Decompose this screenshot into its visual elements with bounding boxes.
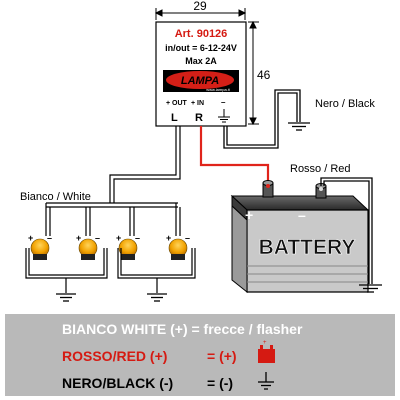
battery-plus-label: + bbox=[245, 207, 253, 223]
ground-icon-bulbs-right bbox=[147, 293, 167, 302]
legend-white-row: BIANCO WHITE (+) = frecce / flasher bbox=[62, 321, 303, 337]
positive-terminal-icon bbox=[262, 180, 274, 198]
height-dimension-label: 46 bbox=[257, 68, 271, 82]
black-wire bbox=[223, 89, 301, 149]
battery-ground-wire bbox=[320, 177, 373, 284]
out-terminal-label: + OUT bbox=[166, 100, 188, 107]
bulb-ground-wires bbox=[25, 248, 196, 293]
bulb-1: + – bbox=[28, 233, 52, 260]
width-dimension-label: 29 bbox=[193, 0, 207, 13]
ground-icon-bulbs-left bbox=[56, 293, 76, 302]
white-wire bbox=[45, 126, 181, 236]
flasher-module: Art. 90126 in/out = 6-12-24V Max 2A LAMP… bbox=[155, 21, 247, 127]
bulb-2: + – bbox=[76, 233, 100, 260]
legend-red-row-value: = (+) bbox=[207, 348, 237, 364]
legend-black-row-label: NERO/BLACK (-) bbox=[62, 375, 173, 391]
in-terminal-label: + IN bbox=[191, 100, 204, 107]
legend-black-row-value: = (-) bbox=[207, 375, 233, 391]
bulb-4-minus: – bbox=[185, 233, 190, 243]
battery-minus-label: – bbox=[298, 207, 306, 223]
bulb-1-minus: – bbox=[47, 233, 52, 243]
battery: BATTERY + – bbox=[230, 180, 370, 294]
logo-text: LAMPA bbox=[181, 75, 219, 87]
svg-text:+: + bbox=[263, 340, 267, 346]
article-number: Art. 90126 bbox=[175, 28, 228, 40]
black-wire-label: Nero / Black bbox=[315, 98, 375, 110]
bulb-3-minus: – bbox=[135, 233, 140, 243]
red-wire bbox=[199, 126, 270, 183]
bulb-1-plus: + bbox=[28, 233, 33, 243]
terminal-l: L bbox=[171, 112, 178, 124]
width-dimension bbox=[154, 8, 247, 20]
legend-panel: BIANCO WHITE (+) = frecce / flasher ROSS… bbox=[5, 314, 395, 396]
height-dimension bbox=[248, 20, 259, 126]
bulb-3-plus: + bbox=[116, 233, 121, 243]
bulb-2-minus: – bbox=[95, 233, 100, 243]
logo-url: www.lampa.it bbox=[206, 87, 230, 92]
voltage-spec: in/out = 6-12-24V bbox=[165, 43, 237, 53]
legend-red-row-label: ROSSO/RED (+) bbox=[62, 348, 167, 364]
red-wire-label: Rosso / Red bbox=[290, 163, 351, 175]
battery-label: BATTERY bbox=[259, 236, 356, 259]
bulb-4-plus: + bbox=[166, 233, 171, 243]
ground-terminal-label: – bbox=[221, 98, 226, 107]
bulb-3: + – bbox=[116, 233, 140, 260]
max-current: Max 2A bbox=[185, 56, 217, 66]
lampa-logo: LAMPA www.lampa.it bbox=[163, 70, 239, 92]
bulb-2-plus: + bbox=[76, 233, 81, 243]
white-wire-label: Bianco / White bbox=[20, 191, 91, 203]
bulb-4: + – bbox=[166, 233, 190, 260]
legend-battery-icon: + bbox=[258, 340, 275, 363]
terminal-r: R bbox=[195, 112, 203, 124]
ground-icon-battery bbox=[359, 284, 382, 293]
ground-icon-top bbox=[288, 122, 310, 131]
module-ground-icon bbox=[218, 109, 230, 123]
legend-ground-icon bbox=[258, 372, 274, 390]
